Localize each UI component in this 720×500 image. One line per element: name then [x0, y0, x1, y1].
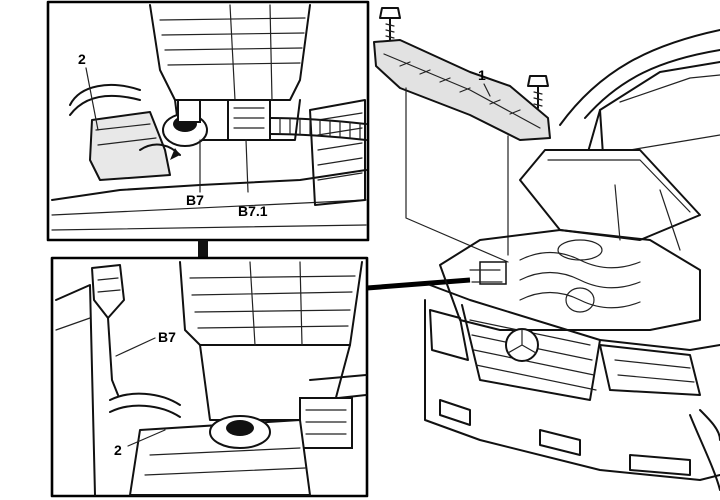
bolt-right — [527, 75, 549, 109]
label-top-b7-1: B7.1 — [238, 203, 268, 219]
leader-bottom-b7 — [115, 337, 156, 357]
label-top-b7: B7 — [186, 192, 204, 208]
label-top-part-2: 2 — [78, 51, 86, 67]
leader-top-b71 — [245, 139, 249, 193]
label-part-1: 1 — [478, 67, 486, 83]
vehicle-front-view: 1 — [373, 7, 720, 491]
bolt-left — [379, 7, 401, 47]
label-bottom-b7: B7 — [158, 329, 176, 345]
engine-bay — [439, 229, 701, 331]
vehicle-roof-line — [559, 29, 720, 126]
label-bottom-part-2: 2 — [114, 442, 122, 458]
bottom-detail-inset: B7 2 — [50, 256, 369, 498]
cross-member-part-1 — [373, 39, 551, 141]
inset-connector-bar — [198, 240, 208, 257]
callout-connector-line — [366, 277, 471, 291]
right-headlight — [599, 344, 701, 396]
leader-bottom-2 — [127, 429, 166, 447]
vehicle-front-bumper — [424, 299, 720, 481]
leader-top-2 — [85, 67, 99, 131]
top-detail-inset: 2 B7 B7.1 — [46, 0, 370, 242]
